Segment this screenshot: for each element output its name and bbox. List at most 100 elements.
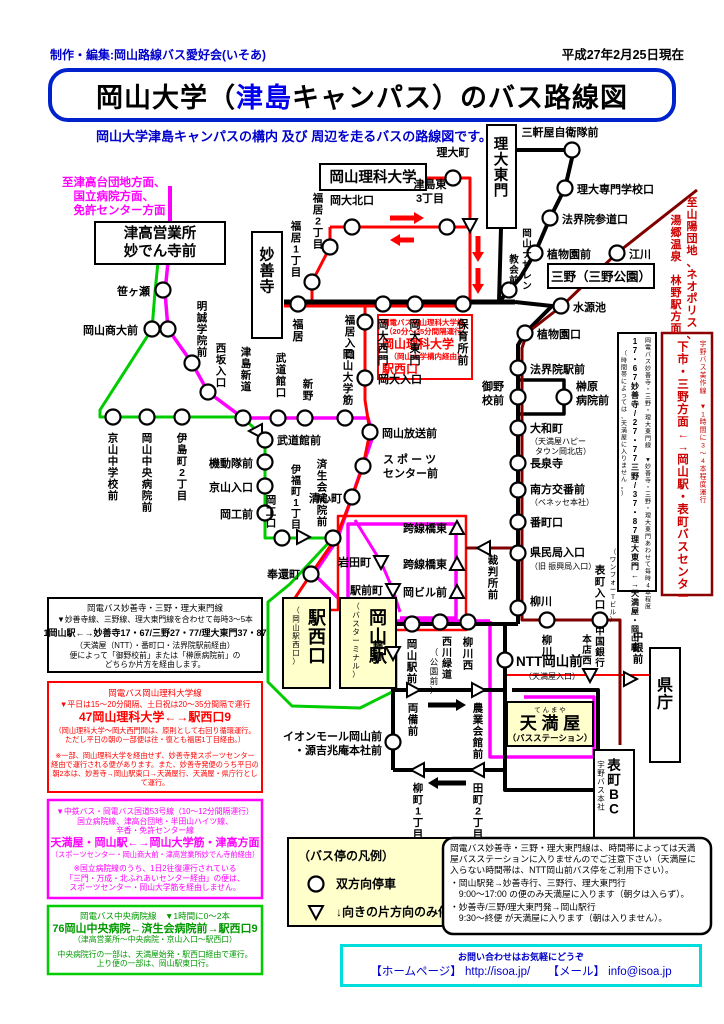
bus-stop-circle — [354, 457, 372, 475]
tenmaya-notice-box-text: 岡電バス妙善寺・三野・理大東門線は、時間帯によっては天満 — [450, 842, 696, 853]
stop-label: 岡ビル前 — [403, 585, 447, 599]
ekinishiguchi-box-text: （岡山駅西口） — [292, 606, 300, 666]
stop-label: 農業会館前 — [472, 701, 484, 760]
tsudaka-office-box-text: 妙でん寺前 — [124, 242, 197, 260]
bus-stop-circle — [541, 209, 559, 227]
bus-stop-circle — [256, 477, 274, 495]
stop-label: 理大専門学校口 — [577, 182, 654, 196]
rika-line-note-box-text: （20分～35分間隔運行） — [385, 326, 469, 336]
okayama-sta-box-text: 岡山駅 — [368, 608, 388, 666]
uno-bus-side-note-box — [660, 331, 714, 597]
direction-arrow-head — [414, 212, 424, 224]
bus-stop-circle — [321, 238, 339, 256]
chuo-hospital-info-box-text: 76岡山中央病院←済生会病院前→駅西口9 — [52, 921, 257, 935]
rika-line-info-box-text: て運行。 — [141, 778, 170, 787]
route53-info-box-text: ※国立病院線のうち、1日2往復運行されている — [73, 863, 236, 873]
bus-stop-circle — [509, 454, 527, 472]
rika-line-info-box-text: 経由で運行される便があります。また、妙善寺発便のうち平日の — [51, 760, 259, 769]
bus-stop-circle — [356, 313, 374, 331]
chuo-hospital-info-box-text: 岡電バス中央病院線 ▼1時間に0～2本 — [80, 911, 231, 921]
stop-label: 跨線橋東 — [403, 557, 448, 571]
bus-stop-circle — [234, 409, 252, 427]
tenmaya-notice-box-text: ・妙善寺/三野/理大東門発→岡山駅行 — [450, 901, 596, 912]
bus-stop-circle — [324, 529, 342, 547]
contact-links[interactable]: 【ホームページ】 http://isoa.jp/ 【メール】 info@isoa… — [370, 966, 672, 978]
chuo-hospital-info-box — [46, 904, 264, 976]
publication-date: 平成27年2月25日現在 — [561, 48, 684, 62]
route-red-branch — [293, 306, 372, 599]
stop-label: 岡大北口 — [330, 193, 374, 207]
stop-label: 水源池 — [573, 300, 606, 314]
stop-label: 笹ヶ瀬 — [117, 284, 150, 298]
bus-stop-circle — [256, 431, 274, 449]
rika-line-note-box — [377, 314, 473, 380]
rika-line-info-box-text: ▼平日は15～20分間隔、土日祝は20～35分間隔で運行 — [60, 699, 251, 709]
credit-text: 制作・編集:岡山路線バス愛好会(いそあ) — [50, 48, 266, 62]
area-direction-note: 至山陽団地、ネオポリス、 — [687, 196, 698, 341]
stop-label: （公園前） — [430, 648, 439, 696]
myozenji-box-text: 妙善寺 — [259, 246, 274, 296]
bus-stop-circle — [509, 359, 527, 377]
stop-label: 中国銀行 — [594, 626, 605, 670]
okayama-sta-box-text: （バスターミナル） — [352, 602, 360, 679]
route53-info-box-text: 「三門・万成・北ふれあいセンター経由」の便は、 — [65, 873, 244, 883]
ridai-higashimon-box-text: 理大東門 — [494, 136, 509, 200]
tenmaya-notice-box — [441, 836, 713, 936]
stop-label: 御野校前 — [481, 379, 504, 407]
rika-line-info-box-text: ※一部、岡山理科大学を経由せず、妙善寺発スポーツセンター — [55, 751, 254, 760]
ekinishiguchi-box — [282, 597, 331, 689]
route53-info-box-text: スポーツセンター・岡山大学筋を経由しません。 — [69, 882, 240, 892]
bus-stop-circle — [563, 141, 581, 159]
tsudaka-office-box — [94, 221, 226, 265]
contact-message: お問い合わせはお気軽にどうぞ — [457, 952, 584, 962]
tsudaka-office-box-text: 津高営業所 — [124, 224, 197, 242]
stop-label: 法界院参道口 — [562, 212, 628, 226]
stop-label: 柳川西 — [462, 635, 474, 671]
stop-label: 表町入口 — [594, 563, 606, 611]
mino-park-box-text: 三野（三野公園） — [551, 269, 651, 284]
one-way-stop-triangle — [384, 646, 402, 663]
chuo-hospital-info-box-text: 中央病院行の一部は、天満屋始発・駅西口経由で運行。 — [58, 949, 253, 959]
one-way-stop-triangle — [471, 681, 488, 699]
rika-line-info-box-text: 47岡山理科大学←→駅西口9 — [79, 709, 231, 724]
stop-label: 長泉寺 — [530, 456, 563, 470]
omotecho-bc-box-text: 宇野バス本社 — [597, 759, 605, 812]
direction-arrow-head — [456, 699, 466, 711]
tenmaya-notice-box-text: ・岡山駅発→妙善寺行、三野行、理大東門行 — [450, 877, 626, 888]
stop-label: 清心町 — [309, 491, 342, 505]
bus-stop-circle — [509, 513, 527, 531]
bus-stop-circle — [556, 179, 574, 197]
one-way-stop-triangle — [384, 583, 402, 600]
bus-stop-circle — [273, 529, 291, 547]
legend-box-text: ↓向きの片方向のみ停車 — [336, 904, 462, 919]
bus-stop-circle — [403, 615, 421, 633]
route-maroon-station — [520, 618, 622, 745]
stop-label: 新野 — [303, 377, 314, 402]
stop-label: 理大町 — [437, 145, 470, 159]
tenmaya-box-text: （バスステーション） — [508, 733, 593, 743]
stop-label: 津島新道 — [241, 345, 252, 393]
okaden-side-note-box — [617, 332, 657, 592]
stop-label: 奉還町 — [266, 567, 300, 581]
bus-stop-circle — [459, 613, 477, 631]
stop-label: 植物園前 — [546, 247, 591, 261]
stop-label: 岡山大学筋 — [342, 348, 354, 406]
tenmaya-notice-box-text: 屋バスステーションに入りませんのでご注意下さい（天満屋に — [450, 853, 696, 864]
myozenji-line-info-box-text: 便によって「御野校前」または「榊原病院前」の — [70, 650, 241, 660]
route53-info-box-text: 国立病院線、津高台団地・半田山ハイツ線、 — [77, 816, 233, 826]
rika-line-note-box-text: 駅西口 — [381, 362, 418, 376]
okaden-side-note-box-text: （時間帯によっては、天満屋に入りません。） — [621, 350, 627, 497]
route53-info-box-text: 辛香・免許センター線 — [116, 825, 194, 835]
legend-box-text: 双方向停車 — [336, 876, 396, 891]
bus-stop-circle — [406, 295, 424, 313]
route-red-rika-top — [426, 176, 472, 306]
stop-label: （ベネッセ本社） — [530, 497, 594, 507]
okayama-rika-univ-box — [319, 163, 427, 191]
bus-stop-circle — [302, 565, 320, 583]
area-direction-note: 湯郷温泉 林野駅方面 — [670, 213, 683, 335]
bus-stop-circle — [336, 409, 354, 427]
